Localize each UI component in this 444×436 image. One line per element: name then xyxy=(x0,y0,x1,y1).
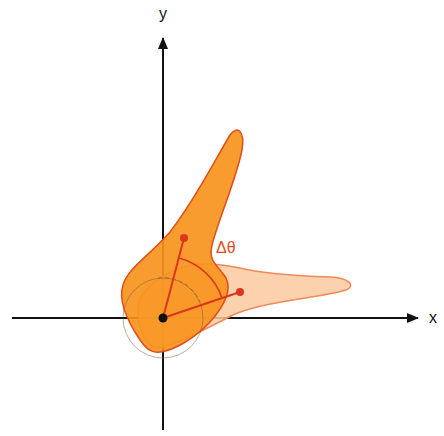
dashed-arc xyxy=(158,278,200,302)
rotated-shape xyxy=(122,130,243,352)
rotation-circle xyxy=(123,278,203,358)
rotated-point xyxy=(180,234,188,242)
axis-label: y xyxy=(159,6,167,22)
angle-label: Δθ xyxy=(216,240,236,256)
origin-dot xyxy=(159,314,168,323)
rotated-radius xyxy=(163,238,184,318)
y-axis xyxy=(162,38,164,430)
original-point xyxy=(236,288,244,296)
original-radius xyxy=(163,292,240,318)
angle-arc xyxy=(179,258,222,298)
axis-label: x xyxy=(429,310,437,326)
